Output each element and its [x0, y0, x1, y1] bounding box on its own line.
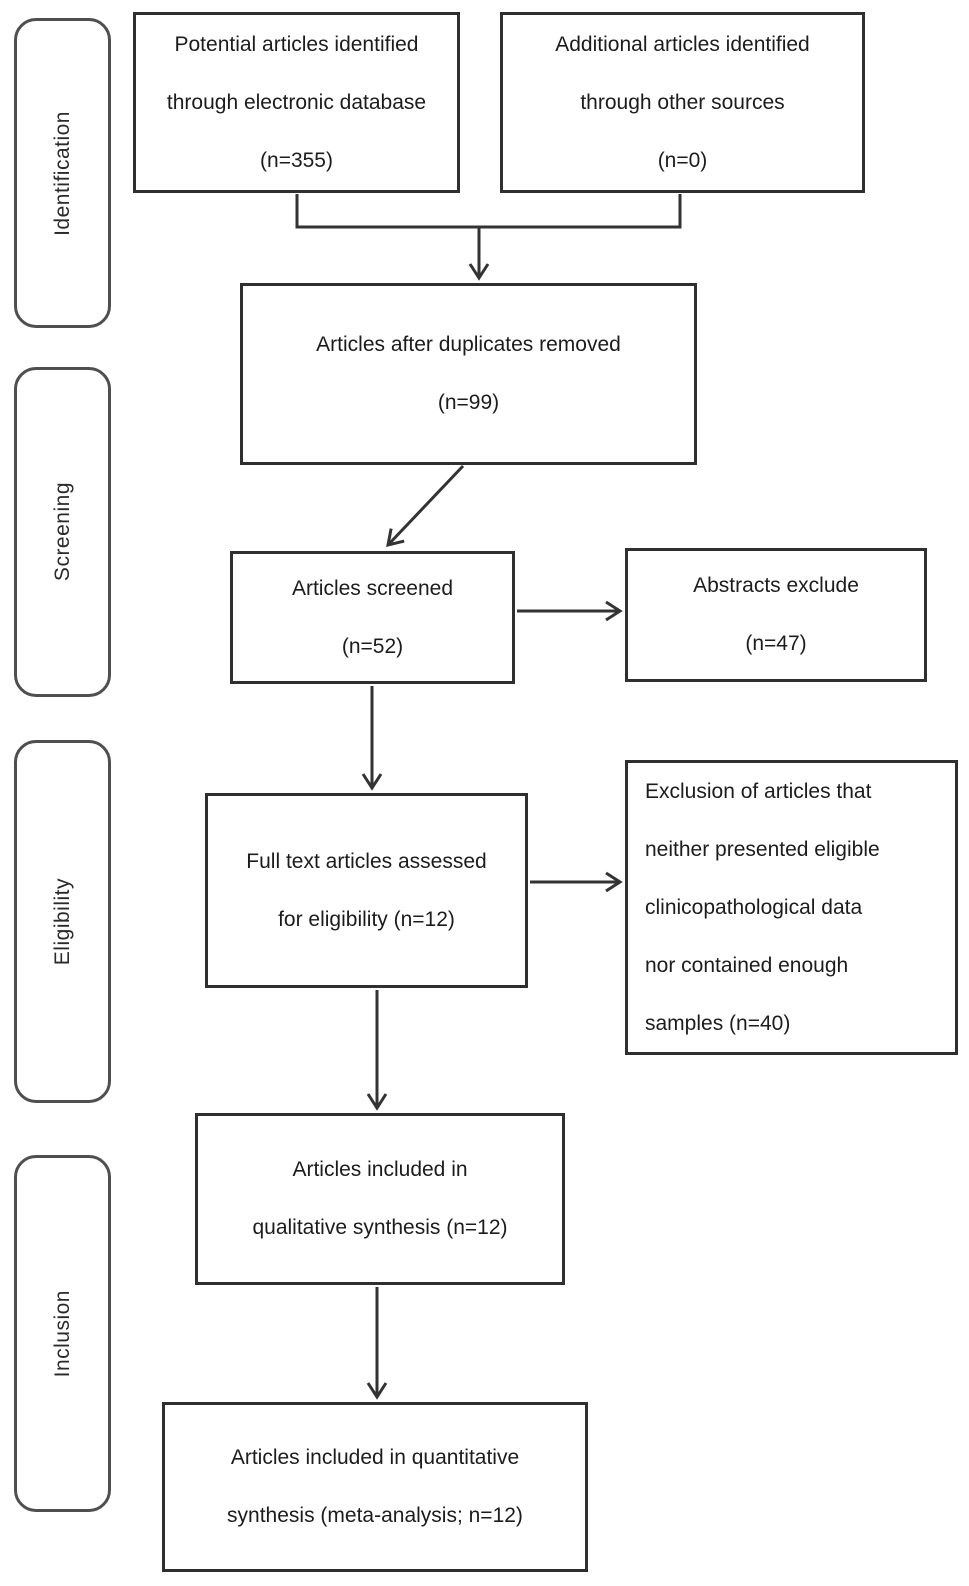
box-abstracts-excluded-text: Abstracts exclude (n=47)	[693, 574, 859, 655]
box-articles-screened-text: Articles screened (n=52)	[291, 576, 454, 658]
box-articles-excluded: Exclusion of articles that neither prese…	[625, 760, 958, 1055]
box-duplicates-removed: Articles after duplicates removed (n=99)	[240, 283, 697, 465]
box-other-sources-text: Additional articles identified through o…	[555, 32, 810, 172]
box-fulltext-assessed-text: Full text articles assessed for eligibil…	[246, 849, 487, 931]
box-fulltext-assessed: Full text articles assessed for eligibil…	[205, 793, 528, 988]
stage-screening-label: Screening	[50, 482, 74, 582]
stage-identification-label: Identification	[50, 110, 74, 236]
box-electronic-database-text: Potential articles identified through el…	[166, 32, 427, 172]
stage-identification: Identification	[14, 18, 111, 328]
box-articles-excluded-text: Exclusion of articles that neither prese…	[645, 779, 880, 1035]
box-articles-screened: Articles screened (n=52)	[230, 551, 515, 684]
merge-connector	[295, 194, 682, 229]
box-other-sources: Additional articles identified through o…	[500, 12, 865, 193]
arrow-duplicates-removed-to-articles-screened	[386, 464, 465, 548]
stage-eligibility-label: Eligibility	[50, 877, 74, 966]
box-qualitative-synthesis: Articles included in qualitative synthes…	[195, 1113, 565, 1285]
box-quantitative-synthesis: Articles included in quantitative synthe…	[162, 1402, 588, 1572]
stage-eligibility: Eligibility	[14, 740, 111, 1103]
box-electronic-database: Potential articles identified through el…	[133, 12, 460, 193]
stage-inclusion-label: Inclusion	[50, 1289, 74, 1378]
box-qualitative-synthesis-text: Articles included in qualitative synthes…	[252, 1158, 508, 1239]
stage-screening: Screening	[14, 367, 111, 697]
box-duplicates-removed-text: Articles after duplicates removed (n=99)	[316, 333, 621, 414]
box-abstracts-excluded: Abstracts exclude (n=47)	[625, 548, 927, 682]
box-quantitative-synthesis-text: Articles included in quantitative synthe…	[227, 1446, 523, 1527]
stage-inclusion: Inclusion	[14, 1155, 111, 1512]
